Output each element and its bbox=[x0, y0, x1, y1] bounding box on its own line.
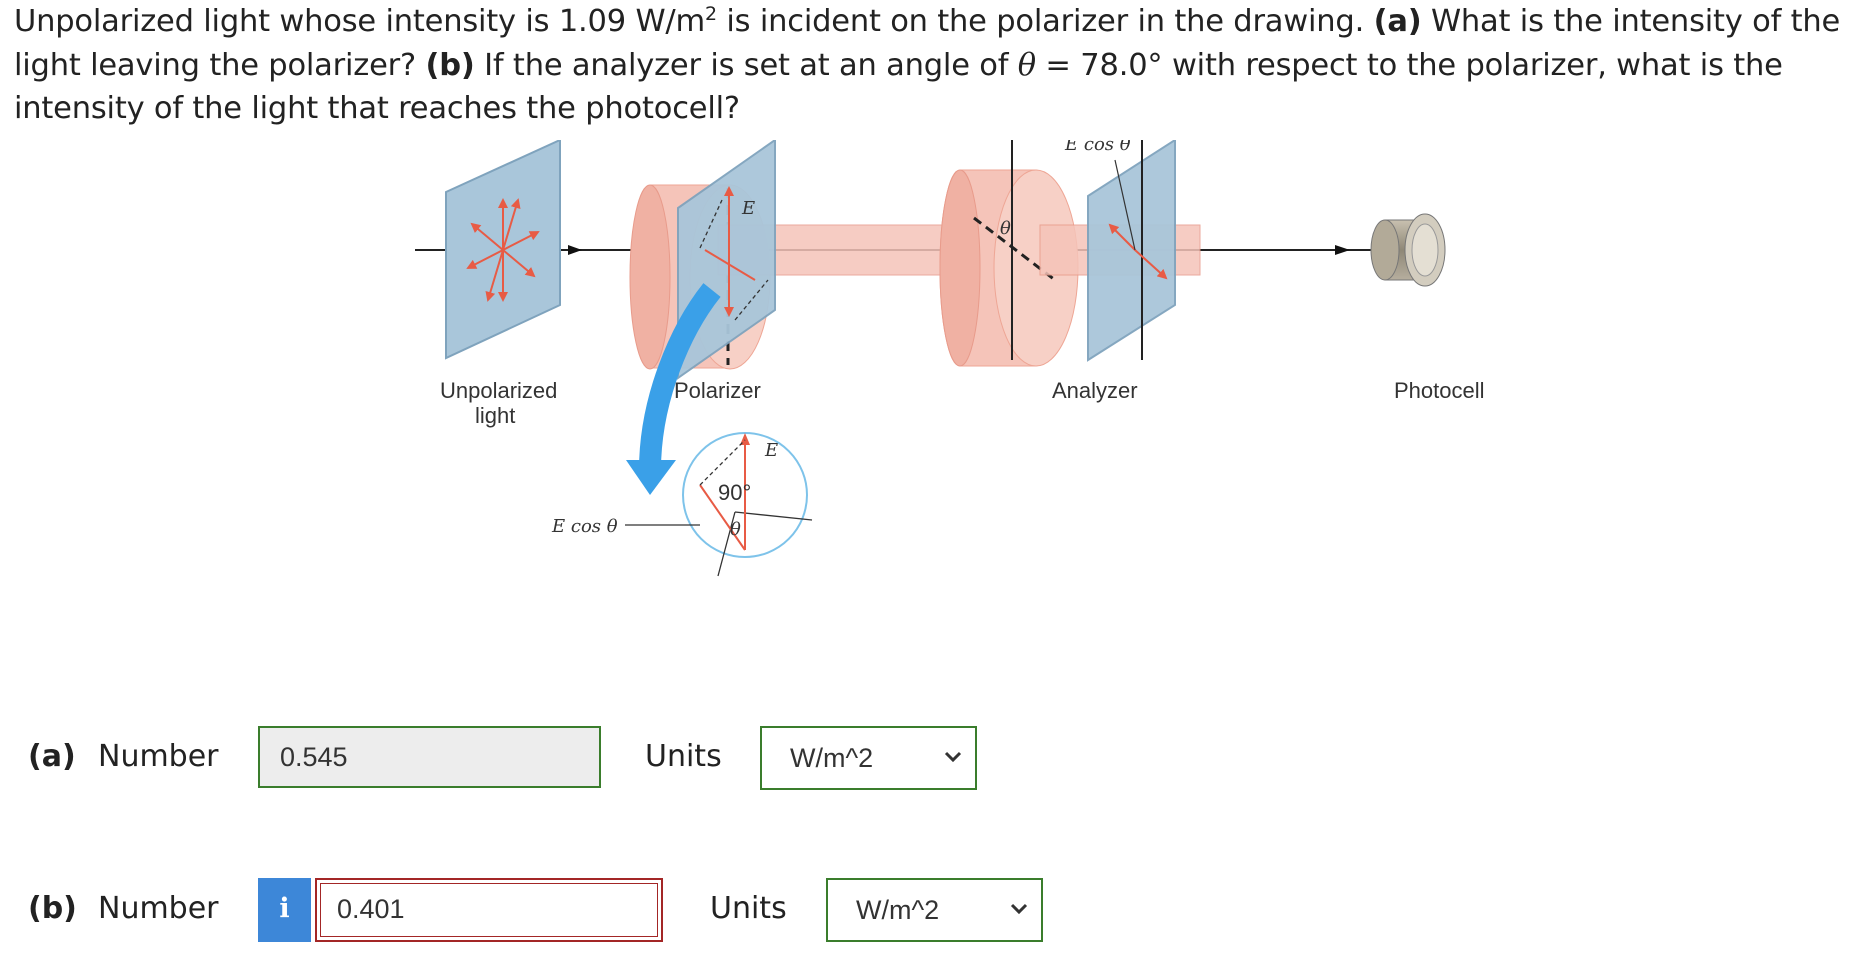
part-b-number-input[interactable]: 0.401 bbox=[315, 878, 663, 942]
part-a-marker: (a) bbox=[1373, 4, 1422, 39]
theta-label-analyzer: θ bbox=[1000, 218, 1011, 239]
axis-arrow bbox=[568, 245, 582, 255]
label-unpolarized: Unpolarized bbox=[440, 378, 557, 403]
unpolarized-panel bbox=[445, 140, 561, 360]
info-icon[interactable]: i bbox=[258, 878, 311, 942]
part-b-unit-value: W/m^2 bbox=[856, 895, 940, 925]
inset-theta: θ bbox=[730, 519, 741, 540]
polarized-panel: E bbox=[677, 140, 776, 380]
label-photocell: Photocell bbox=[1394, 378, 1485, 403]
question-text: Unpolarized light whose intensity is 1.0… bbox=[14, 2, 1841, 126]
bend-arrow-head bbox=[626, 460, 676, 495]
part-a-unit-value: W/m^2 bbox=[790, 743, 874, 773]
label-light: light bbox=[475, 403, 515, 428]
E-cos-theta-label-inset: E cos θ bbox=[551, 516, 618, 537]
part-a-number-label: Number bbox=[98, 739, 219, 774]
chevron-down-icon bbox=[1010, 903, 1028, 915]
chevron-down-icon bbox=[944, 751, 962, 763]
part-b-label: (b) bbox=[28, 891, 77, 926]
bend-arrow bbox=[639, 283, 721, 471]
part-b-marker: (b) bbox=[425, 47, 475, 83]
E-label: E bbox=[741, 198, 755, 219]
analyzer-disc: θ bbox=[939, 140, 1079, 367]
part-b-row: (b) Number i 0.401 Units W/m^2 bbox=[0, 878, 1874, 948]
label-analyzer: Analyzer bbox=[1052, 378, 1138, 403]
part-a-row: (a) Number 0.545 Units W/m^2 bbox=[0, 726, 1874, 796]
part-b-units-label: Units bbox=[710, 891, 787, 926]
axis-arrow bbox=[1335, 245, 1350, 255]
part-b-units-select[interactable]: W/m^2 bbox=[826, 878, 1043, 942]
E-cos-theta-label-top: E cos θ bbox=[1064, 140, 1131, 155]
part-a-number-input[interactable]: 0.545 bbox=[258, 726, 601, 788]
photocell-icon bbox=[1370, 213, 1446, 287]
inset-angle-90: 90° bbox=[718, 480, 751, 505]
part-a-label: (a) bbox=[28, 739, 76, 774]
label-polarizer: Polarizer bbox=[674, 378, 761, 403]
part-a-units-select[interactable]: W/m^2 bbox=[760, 726, 977, 790]
polarization-diagram: E θ E cos θ Unpolarized light Polarizer … bbox=[415, 140, 1485, 577]
inset-E-label: E bbox=[764, 440, 778, 461]
part-a-units-label: Units bbox=[645, 739, 722, 774]
part-b-number-label: Number bbox=[98, 891, 219, 926]
inset-vector-diagram: E 90° θ E cos θ bbox=[551, 432, 813, 577]
analyzed-panel: E cos θ bbox=[1064, 140, 1176, 362]
